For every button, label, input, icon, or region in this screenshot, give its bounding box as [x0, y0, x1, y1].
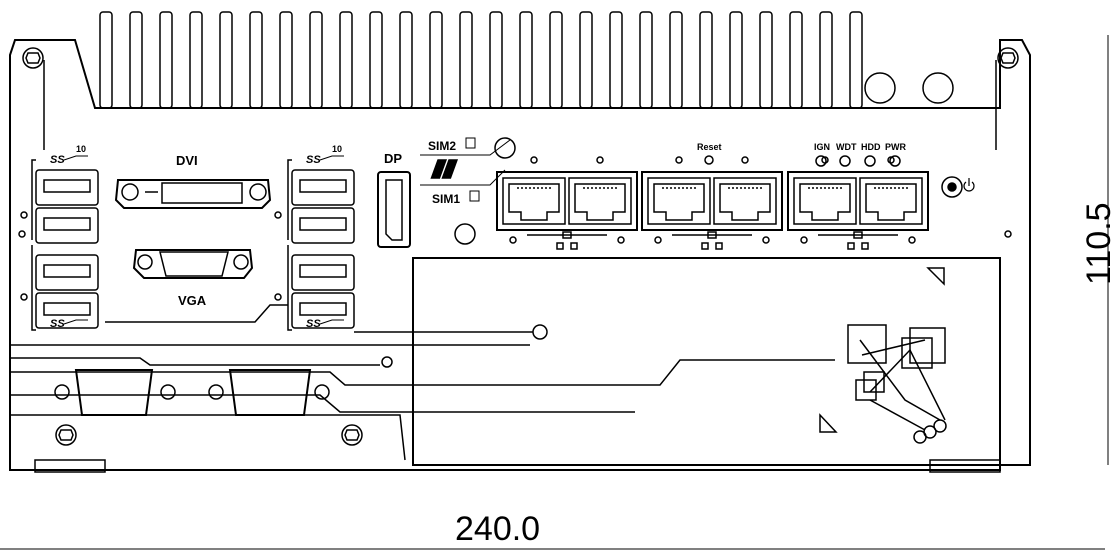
heatsink-fin [99, 11, 113, 109]
dp-label: DP [384, 151, 402, 166]
heatsink-fin [609, 11, 623, 109]
lan-bay [641, 171, 783, 231]
antenna-hole-2 [922, 72, 954, 104]
led-hdd-label: HDD [861, 142, 881, 152]
led-ign-label: IGN [814, 142, 830, 152]
screw-top-right [997, 47, 1019, 69]
foot-left [34, 459, 106, 473]
usb-group-middle: SS 10 SS [274, 144, 355, 331]
sim2-label: SIM2 [428, 139, 456, 153]
heatsink-fin [159, 11, 173, 109]
heatsink-fin [309, 11, 323, 109]
screw-dot-right [1004, 230, 1012, 238]
svg-text:SS: SS [306, 154, 321, 166]
led-pwr-label: PWR [885, 142, 906, 152]
reset-button [704, 155, 714, 165]
heatsink-fin [789, 11, 803, 109]
rj45-port [859, 177, 923, 225]
screw-dot-left [18, 230, 26, 238]
rj45-port [647, 177, 711, 225]
heatsink-fin [339, 11, 353, 109]
heatsink-fin [399, 11, 413, 109]
heatsink-fin [759, 11, 773, 109]
heatsink-fin [129, 11, 143, 109]
trace-line-1 [105, 304, 288, 323]
heatsink-fin [189, 11, 203, 109]
status-leds: IGN WDT HDD PWR [814, 142, 906, 167]
led-wdt-label: WDT [836, 142, 857, 152]
heatsink-fins [99, 11, 863, 109]
trace-node-1 [532, 324, 548, 340]
network-icon [509, 231, 625, 250]
vga-label: VGA [178, 293, 207, 308]
heatsink-fin [549, 11, 563, 109]
heatsink-fin [489, 11, 503, 109]
heatsink-fin [369, 11, 383, 109]
svg-text:SS: SS [50, 318, 65, 330]
heatsink-fin [819, 11, 833, 109]
lan-led [741, 156, 749, 164]
sim1-label: SIM1 [432, 192, 460, 206]
heatsink-fin [639, 11, 653, 109]
usb-speed-label-middle: 10 [332, 144, 342, 154]
network-icon [800, 231, 916, 250]
heatsink-fin [249, 11, 263, 109]
lan-bay [787, 171, 929, 231]
lan-led [596, 156, 604, 164]
antenna-hole-1 [864, 72, 896, 104]
rj45-port [568, 177, 632, 225]
expansion-module [10, 257, 1001, 466]
dvi-label: DVI [176, 153, 198, 168]
lan-led [675, 156, 683, 164]
vga-port: VGA [132, 249, 254, 308]
network-icon [654, 231, 770, 250]
dvi-port: DVI [114, 153, 272, 209]
lan-ports [496, 156, 929, 250]
power-button [941, 176, 975, 198]
heatsink-fin [669, 11, 683, 109]
rj45-port [793, 177, 857, 225]
heatsink-fin [219, 11, 233, 109]
usb-speed-label-left: 10 [76, 144, 86, 154]
sim-area: SIM2 SIM1 [420, 137, 516, 245]
heatsink-fin [429, 11, 443, 109]
heatsink-fin [849, 11, 863, 109]
heatsink-fin [579, 11, 593, 109]
width-dimension-label: 240.0 [455, 510, 540, 548]
height-dimension-label: 110.5 [1080, 202, 1118, 285]
reset-label: Reset [697, 142, 722, 152]
rj45-port [713, 177, 777, 225]
displayport-port: DP [377, 151, 411, 248]
heatsink-fin [699, 11, 713, 109]
heatsink-fin [519, 11, 533, 109]
lan-bay [496, 171, 638, 231]
lan-led [530, 156, 538, 164]
heatsink-fin [459, 11, 473, 109]
heatsink-fin [279, 11, 293, 109]
svg-text:SS: SS [306, 318, 321, 330]
screw-top-left [22, 47, 44, 69]
usb-group-left: SS 10 SS [20, 144, 99, 331]
svg-text:SS: SS [50, 154, 65, 166]
rj45-port [502, 177, 566, 225]
heatsink-fin [729, 11, 743, 109]
